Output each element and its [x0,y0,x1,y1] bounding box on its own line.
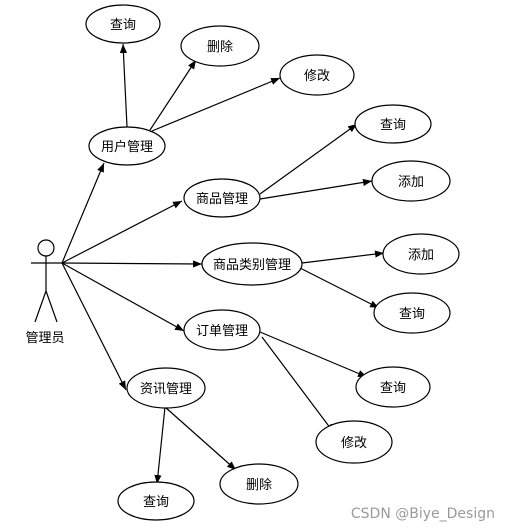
use-case-label: 修改 [304,69,330,84]
edge-actor-order-mgmt [61,262,185,332]
edge-product-mgmt-query [259,123,358,195]
use-case-category-query: 查询 [373,292,451,334]
use-case-label: 添加 [398,175,424,190]
use-case-label: 订单管理 [196,324,248,339]
use-case-label: 查询 [399,307,425,322]
actor-left-leg [34,290,47,323]
use-case-category-add: 添加 [382,233,460,275]
use-case-order-mgmt: 订单管理 [183,309,261,351]
edge-order-mgmt-modify [261,336,335,434]
edges [61,43,385,485]
use-case-label: 查询 [380,381,406,396]
actor-admin: 管理员 [25,239,65,346]
use-case-user-query: 查询 [85,4,161,44]
use-case-user-delete: 删除 [180,25,260,67]
edge-actor-category-mgmt [61,260,203,268]
use-case-label: 资讯管理 [140,382,192,397]
edge-category-mgmt-query [299,267,380,309]
edge-user-mgmt-delete [149,59,197,131]
use-case-order-modify: 修改 [315,420,393,464]
edge-category-mgmt-add [301,250,385,264]
use-case-news-delete: 删除 [219,463,299,505]
use-case-label: 删除 [246,478,272,493]
watermark: CSDN @Biye_Design [351,506,495,522]
edge-user-mgmt-query [119,43,128,128]
use-case-label: 用户管理 [101,139,153,155]
use-case-product-mgmt: 商品管理 [183,178,261,218]
use-case-news-query: 查询 [117,481,195,521]
use-case-user-modify: 修改 [279,54,355,96]
use-case-product-query: 查询 [354,104,432,144]
use-case-user-mgmt: 用户管理 [88,126,166,166]
use-case-label: 查询 [143,495,169,510]
actor-right-leg [45,290,58,323]
use-case-label: 商品类别管理 [213,258,291,273]
use-case-news-mgmt: 资讯管理 [126,367,206,409]
edge-product-mgmt-add [259,178,373,200]
use-case-label: 商品管理 [196,192,248,207]
use-case-label: 删除 [207,40,233,55]
edge-actor-product-mgmt [61,200,183,264]
use-case-label: 查询 [380,118,406,133]
edge-user-mgmt-modify [151,77,281,132]
edge-actor-user-mgmt [61,162,105,264]
use-case-label: 添加 [408,248,434,263]
use-case-label: 查询 [110,18,136,33]
actor-head [37,239,55,257]
use-case-label: 修改 [341,436,367,451]
edge-news-mgmt-query [154,406,166,485]
edge-order-mgmt-query [259,331,368,378]
actor-label: 管理员 [25,331,64,346]
use-case-category-mgmt: 商品类别管理 [201,242,303,286]
use-case-order-query: 查询 [355,366,431,408]
edge-actor-news-mgmt [61,262,127,391]
use-case-product-add: 添加 [371,160,451,202]
edge-news-mgmt-delete [164,406,237,471]
